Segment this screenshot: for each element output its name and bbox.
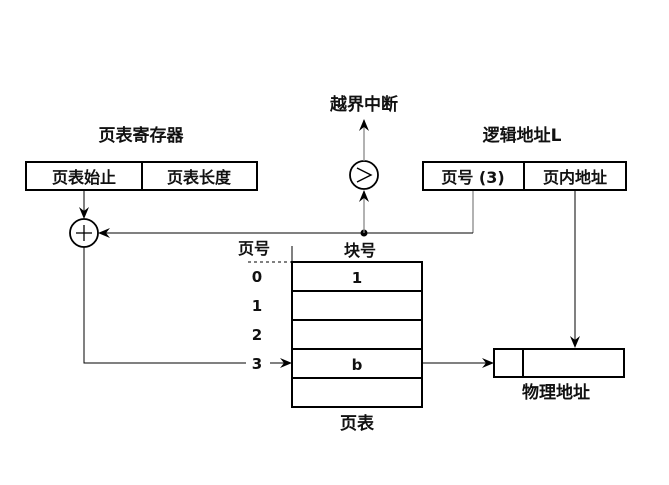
adder: [69, 218, 99, 248]
comparator: [349, 160, 379, 190]
page-number-header: 页号: [238, 239, 270, 258]
physical-address: [493, 348, 625, 378]
logical-address: 页号 (3) 页内地址: [422, 161, 627, 191]
page-table: 0 1 2 3 1 b: [252, 261, 423, 408]
field-page-table-length: 页表长度: [167, 168, 232, 187]
page-index: 2: [252, 326, 262, 344]
physical-address-title: 物理地址: [522, 382, 590, 403]
line-adder-to-row: [83, 247, 246, 364]
physical-address-box: [493, 348, 625, 378]
page-table-title: 页表: [340, 413, 375, 434]
block-number-header: 块号: [344, 241, 376, 260]
logical-address-title: 逻辑地址L: [483, 125, 562, 146]
page-table-register: 页表始止 页表长度: [25, 161, 258, 191]
overflow-interrupt-label: 越界中断: [329, 94, 398, 115]
field-page-offset: 页内地址: [543, 168, 607, 187]
page-index: 1: [252, 297, 262, 315]
block-number: 1: [352, 269, 362, 287]
page-index: 0: [252, 268, 262, 286]
page-index: 3: [252, 355, 262, 373]
greater-than-icon: [356, 167, 373, 183]
page-table-box: [291, 261, 423, 408]
field-page-number: 页号 (3): [441, 168, 504, 187]
comparator-circle: [349, 160, 379, 190]
field-page-table-start: 页表始止: [52, 168, 116, 187]
block-number: b: [352, 356, 363, 374]
page-table-register-title: 页表寄存器: [99, 125, 185, 146]
